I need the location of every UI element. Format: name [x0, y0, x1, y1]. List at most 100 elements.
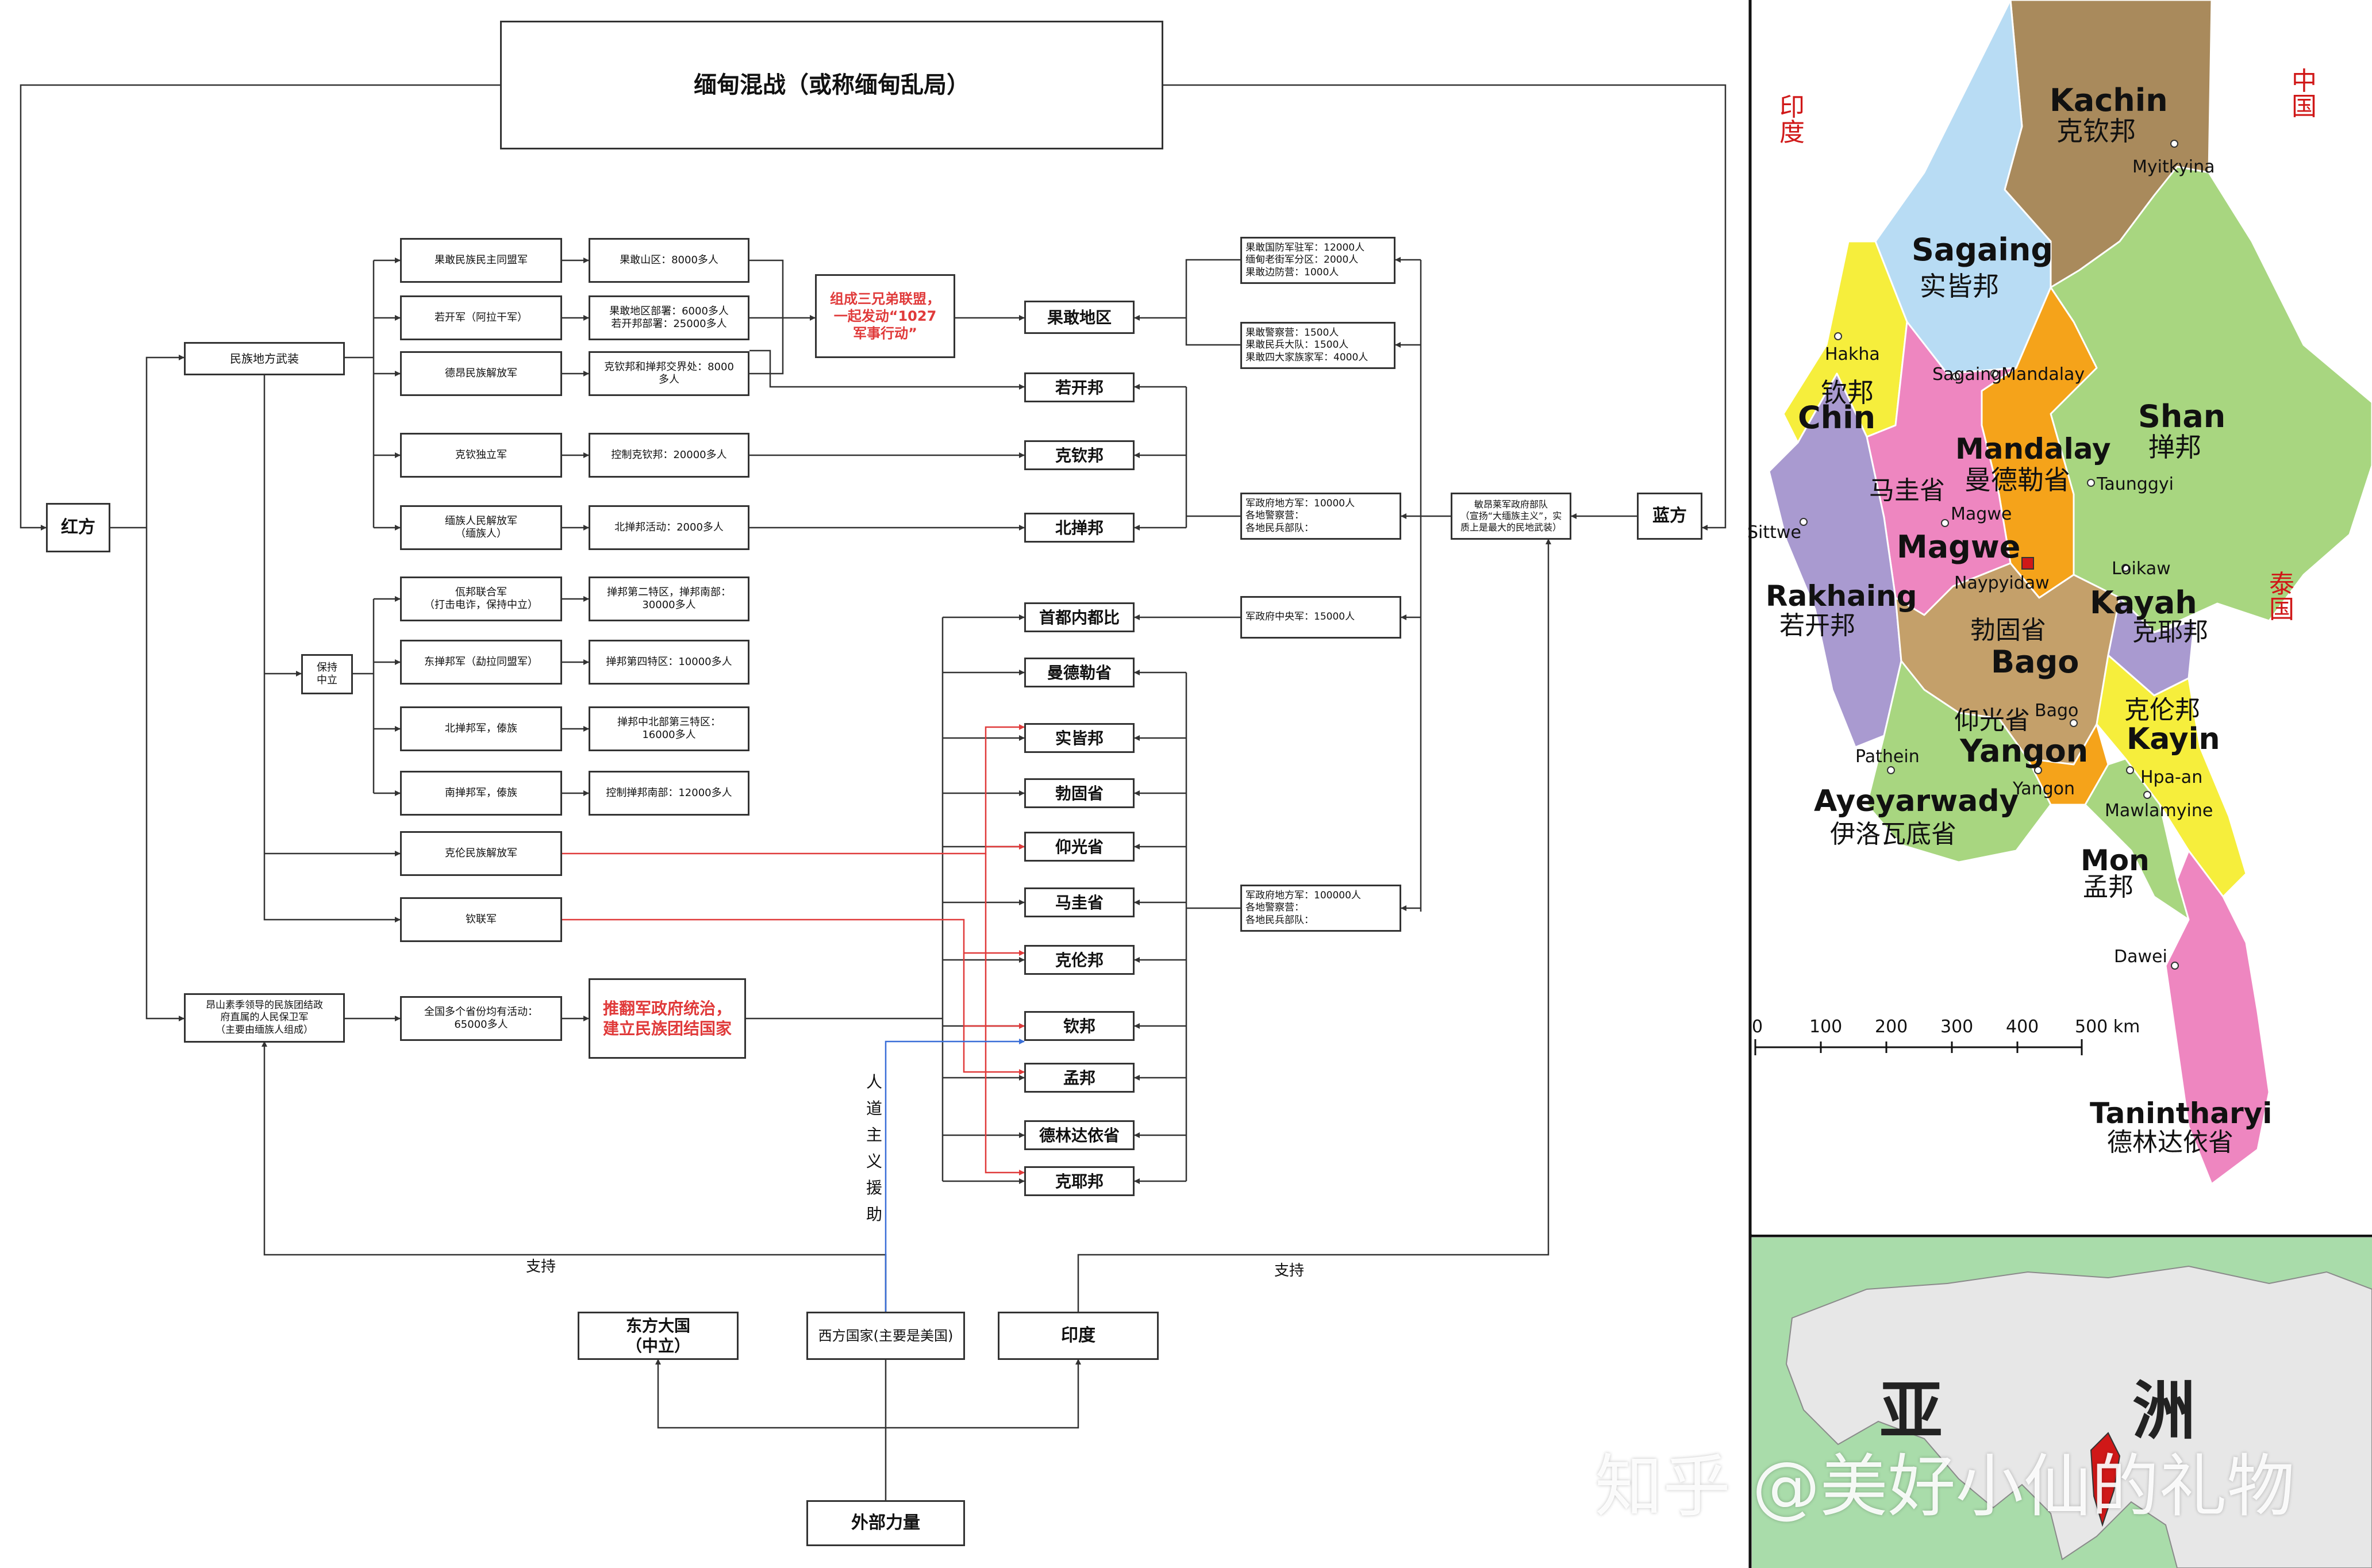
group-box-arakan-army: 若开军（阿拉干军）	[400, 295, 562, 340]
map-label-chin-en: Chin	[1798, 399, 1876, 436]
map-label-rakhine-zh: 若开邦	[1779, 611, 1855, 640]
map-country-india: 印 度	[1779, 93, 1805, 147]
map-city-loikaw: Loikaw	[2112, 559, 2171, 579]
red-side-box: 红方	[46, 503, 110, 552]
scale-label-400: 400	[2006, 1017, 2039, 1037]
region-box-sagaing: 实皆邦	[1024, 723, 1135, 753]
detail-box-kia: 控制克钦邦：20000多人	[589, 433, 749, 478]
map-label-kayin-en: Kayin	[2127, 722, 2220, 756]
group-box-chin: 钦联军	[400, 897, 562, 942]
detail-box-kokang-mndaa: 果敢山区：8000多人	[589, 238, 749, 283]
watermark: 知乎 @美好小仙的礼物	[1595, 1447, 2295, 1526]
map-label-ayeyarwady-en: Ayeyarwady	[1814, 784, 2019, 818]
group-box-uwsa: 佤邦联合军 （打击电诈，保持中立）	[400, 577, 562, 621]
map-label-mon-en: Mon	[2081, 844, 2150, 877]
map-label-mandalay-en: Mandalay	[1955, 432, 2111, 466]
region-box-chin: 钦邦	[1024, 1011, 1135, 1041]
group-box-ssa-north: 北掸邦军，傣族	[400, 706, 562, 751]
map-label-shan-zh: 掸邦	[2148, 432, 2201, 463]
asia-inset-map	[1752, 1238, 2372, 1568]
map-city-bago: Bago	[2035, 701, 2079, 721]
region-box-north-shan: 北掸邦	[1024, 513, 1135, 543]
scale-label-500-km: 500 km	[2075, 1017, 2140, 1037]
map-label-bago-en: Bago	[1991, 644, 2079, 680]
region-box-bago: 勃固省	[1024, 778, 1135, 808]
scale-label-100: 100	[1809, 1017, 1843, 1037]
detail-box-ssa-south: 控制掸邦南部：12000多人	[589, 771, 749, 816]
junta-box: 敏昂莱军政府部队 （宣扬“大缅族主义”，实 质上是最大的民地武装）	[1451, 493, 1571, 540]
ethnic-armed-forces-box: 民族地方武装	[184, 342, 345, 375]
map-label-yangon-en: Yangon	[1960, 733, 2089, 769]
inset-label-zhou: 洲	[2132, 1374, 2196, 1448]
group-box-bplA: 缅族人民解放军 （缅族人）	[400, 505, 562, 550]
map-label-rakhine-en: Rakhaing	[1766, 579, 1917, 613]
scale-label-300: 300	[1940, 1017, 1974, 1037]
region-box-tanintharyi: 德林达依省	[1024, 1120, 1135, 1150]
map-city-naypyidaw: Naypyidaw	[1954, 573, 2050, 593]
map-country-china: 中 国	[2292, 67, 2317, 121]
group-box-knla: 克伦民族解放军	[400, 831, 562, 876]
map-label-tanintharyi-zh: 德林达依省	[2107, 1128, 2233, 1157]
detail-box-arakan-army: 果敢地区部署：6000多人 若开邦部署：25000多人	[589, 295, 749, 340]
group-box-ndaa: 东掸邦军（勐拉同盟军）	[400, 640, 562, 685]
region-box-kayah: 克耶邦	[1024, 1166, 1135, 1196]
support-label-right: 支持	[1274, 1262, 1305, 1279]
map-label-ayeyarwady-zh: 伊洛瓦底省	[1830, 820, 1956, 849]
blue-side-box: 蓝方	[1637, 493, 1702, 540]
india-box: 印度	[998, 1312, 1159, 1360]
map-label-mandalay-zh: 曼德勒省	[1965, 464, 2070, 495]
map-label-sagaing-zh: 实皆邦	[1920, 271, 1999, 302]
map-label-kachin-en: Kachin	[2050, 82, 2168, 118]
map-label-sagaing-en: Sagaing	[1912, 232, 2054, 268]
map-city-hpa-an: Hpa-an	[2140, 767, 2203, 787]
map-label-mon-zh: 孟邦	[2083, 873, 2133, 902]
support-label-left: 支持	[526, 1258, 556, 1275]
region-box-kayin: 克伦邦	[1024, 945, 1135, 975]
region-ayeyarwady	[1866, 660, 2052, 863]
detail-box-bpla: 北掸邦活动：2000多人	[589, 505, 749, 550]
diagram-title: 缅甸混战（或称缅甸乱局）	[500, 21, 1163, 149]
detail-box-uwsa: 掸邦第二特区，掸邦南部： 30000多人	[589, 577, 749, 621]
group-box-tnla: 德昂民族解放军	[400, 351, 562, 396]
map-label-kachin-zh: 克钦邦	[2056, 116, 2136, 147]
detail-box-nug: 全国多个省份均有活动： 65000多人	[400, 996, 562, 1041]
region-box-yangon: 仰光省	[1024, 832, 1135, 862]
humanitarian-aid-label: 人道主义援助	[866, 1073, 882, 1224]
map-city-mandalay: Mandalay	[2001, 364, 2085, 385]
group-box-ssa-south: 南掸邦军，傣族	[400, 771, 562, 816]
map-label-tanintharyi-en: Tanintharyi	[2090, 1097, 2273, 1130]
detail-box-ndaa: 掸邦第四特区：10000多人	[589, 640, 749, 685]
region-box-magwe: 马圭省	[1024, 887, 1135, 917]
kokang-forces-a: 果敢国防军驻军：12000人 缅甸老街军分区：2000人 果敢边防营：1000人	[1240, 237, 1395, 284]
overthrow-note: 推翻军政府统治， 建立民族团结国家	[589, 978, 746, 1059]
map-city-hakha: Hakha	[1825, 344, 1880, 364]
map-city-sittwe: Sittwe	[1747, 522, 1801, 543]
junta-north-forces: 军政府地方军：10000人 各地警察营： 各地民兵部队：	[1240, 493, 1401, 540]
map-city-yangon: Yangon	[2013, 779, 2075, 799]
map-city-magwe: Magwe	[1951, 504, 2012, 524]
map-label-shan-en: Shan	[2138, 398, 2226, 435]
kokang-forces-b: 果敢警察营：1500人 果敢民兵大队：1500人 果敢四大家族家军：4000人	[1240, 322, 1395, 369]
map-label-kayin-zh: 克伦邦	[2124, 695, 2200, 725]
myanmar-map	[1752, 0, 2372, 1235]
region-box-rakhine: 若开邦	[1024, 372, 1135, 402]
map-label-kayah-zh: 克耶邦	[2132, 617, 2208, 647]
junta-south-forces: 军政府地方军：100000人 各地警察营： 各地民兵部队：	[1240, 885, 1401, 932]
map-country-thailand: 泰 国	[2269, 570, 2294, 624]
region-box-mon: 孟邦	[1024, 1063, 1135, 1093]
neutral-box: 保持 中立	[301, 654, 353, 694]
map-city-dawei: Dawei	[2114, 947, 2167, 967]
nug-army-box: 昂山素季领导的民族团结政 府直属的人民保卫军 （主要由缅族人组成）	[184, 993, 345, 1043]
region-kayin	[2096, 654, 2247, 898]
group-box-kokang-mndaa: 果敢民族民主同盟军	[400, 238, 562, 283]
map-city-myitkyina: Myitkyina	[2132, 157, 2215, 177]
scale-label-200: 200	[1875, 1017, 1908, 1037]
map-city-sagaing: Sagaing	[1932, 364, 2002, 385]
western-countries-box: 西方国家(主要是美国)	[806, 1312, 965, 1360]
map-city-taunggyi: Taunggyi	[2097, 474, 2174, 494]
region-box-kokang: 果敢地区	[1024, 301, 1135, 334]
map-label-magwe-zh: 马圭省	[1869, 476, 1945, 505]
region-box-mandalay: 曼德勒省	[1024, 658, 1135, 687]
